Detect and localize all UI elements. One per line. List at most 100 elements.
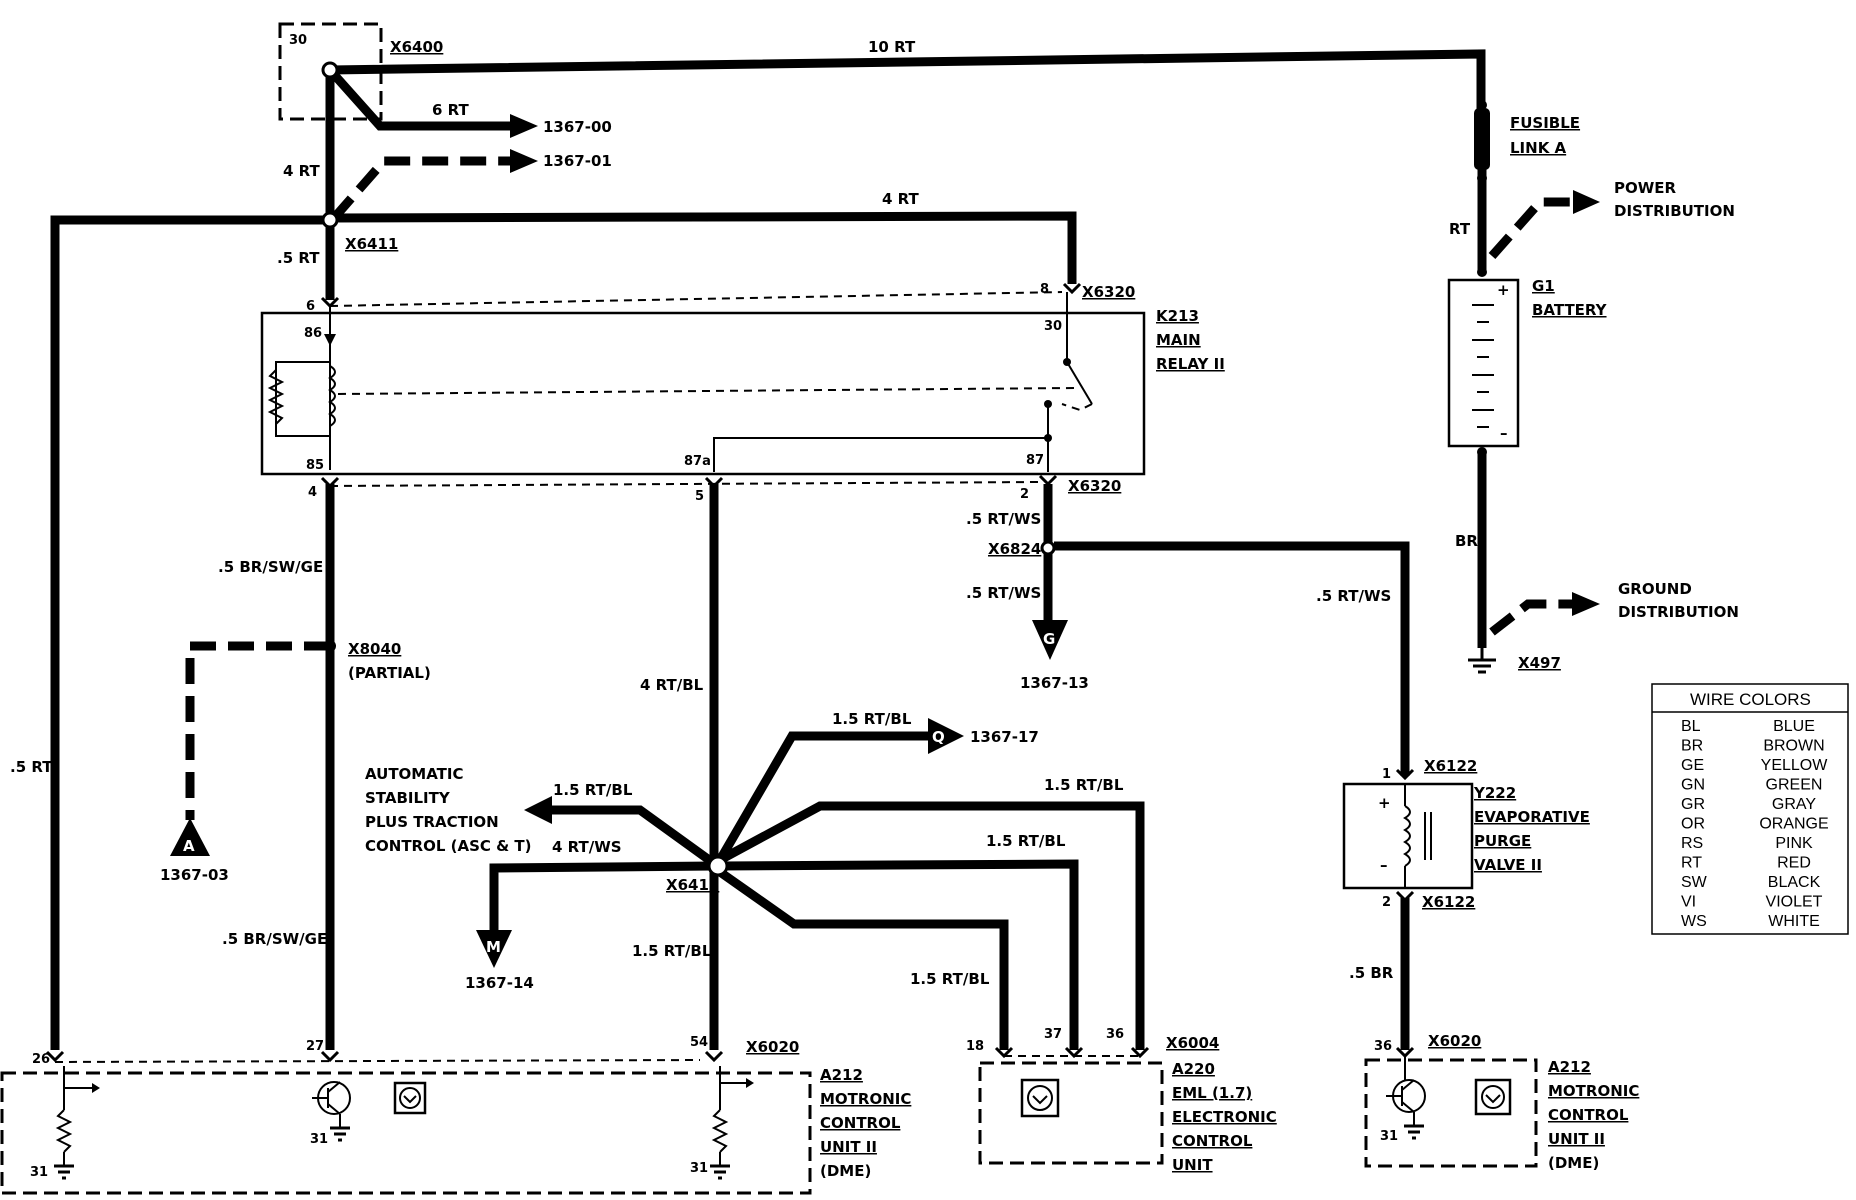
pin-27: 27 xyxy=(306,1039,324,1054)
ref-1367-17: 1367-17 xyxy=(970,728,1039,746)
resistor-pin-54 xyxy=(710,1066,754,1180)
wire-label-05rtws-c: .5 RT/WS xyxy=(1316,587,1391,605)
relay-label-relay: RELAY II xyxy=(1156,355,1225,373)
wire-color-name: PINK xyxy=(1775,835,1813,852)
pin-31-b: 31 xyxy=(310,1132,328,1147)
node-x6416 xyxy=(707,855,729,877)
power-distribution-label-2: DISTRIBUTION xyxy=(1614,202,1735,220)
marker-q xyxy=(928,718,964,754)
control-unit-icon-left xyxy=(393,1081,427,1115)
fusible-node-bot xyxy=(1477,173,1487,183)
node-x8040 xyxy=(324,640,336,652)
relay-switch xyxy=(713,292,1093,472)
connector-x8040-note: (PARTIAL) xyxy=(348,664,431,682)
eml-label-a220: A220 xyxy=(1172,1060,1215,1078)
wire-color-code: OR xyxy=(1681,816,1705,833)
wire-label-rt-battery: RT xyxy=(1449,220,1471,238)
valve-plus: + xyxy=(1378,794,1391,812)
node-x6411 xyxy=(321,211,339,229)
dashed-connector-x6320-bot xyxy=(329,481,1041,487)
wire-label-05br: .5 BR xyxy=(1349,964,1394,982)
eml-unit-a220 xyxy=(978,1061,1164,1165)
wire-label-15rtbl-asc: 1.5 RT/BL xyxy=(553,781,633,799)
valve-label-evap: EVAPORATIVE xyxy=(1474,808,1590,826)
motronic-unit-right xyxy=(1364,1058,1538,1168)
wire-label-05rt-x6411: .5 RT xyxy=(277,249,320,267)
motronic-right-label-unit: UNIT II xyxy=(1548,1130,1605,1148)
wire-color-code: RS xyxy=(1681,835,1703,852)
power-distribution-wire xyxy=(1488,197,1575,259)
motronic-right-label-control: CONTROL xyxy=(1548,1106,1629,1124)
motronic-right-label-motronic: MOTRONIC xyxy=(1548,1082,1639,1100)
connector-x497: X497 xyxy=(1518,654,1561,672)
pin-8: 8 xyxy=(1040,282,1049,297)
motronic-left-label-a212: A212 xyxy=(820,1066,863,1084)
eml-label-control: CONTROL xyxy=(1172,1132,1253,1150)
wire-color-code: VI xyxy=(1681,894,1696,911)
purge-valve-y222 xyxy=(1342,782,1474,890)
pin-87a: 87a xyxy=(684,454,711,469)
fusible-link-label-2: LINK A xyxy=(1510,139,1567,157)
connector-x6020-left: X6020 xyxy=(746,1038,799,1056)
node-x6400 xyxy=(321,61,339,79)
wire-label-05rtws-a: .5 RT/WS xyxy=(966,510,1041,528)
wire-label-10rt: 10 RT xyxy=(868,38,916,56)
wire-color-name: WHITE xyxy=(1768,913,1820,930)
pin-85: 85 xyxy=(306,458,324,473)
marker-m-label: M xyxy=(486,938,501,956)
wire-label-05rtws-b: .5 RT/WS xyxy=(966,584,1041,602)
battery-node-top xyxy=(1477,267,1487,277)
motronic-unit-left xyxy=(0,1071,812,1195)
ground-distribution-label-2: DISTRIBUTION xyxy=(1618,603,1739,621)
wire-color-name: GRAY xyxy=(1772,796,1816,813)
ref-1367-00: 1367-00 xyxy=(543,118,612,136)
wire-10rt xyxy=(329,49,1486,110)
eml-label-eml: EML (1.7) xyxy=(1172,1084,1252,1102)
pin-2: 2 xyxy=(1020,487,1029,502)
ground-symbol-x497 xyxy=(1468,648,1496,674)
fusible-node-top xyxy=(1477,100,1487,110)
transistor-pin-27 xyxy=(312,1081,351,1142)
connector-x6411: X6411 xyxy=(345,235,398,253)
wire-to-1367-03 xyxy=(185,641,330,820)
wire-label-15rtbl-54: 1.5 RT/BL xyxy=(632,942,712,960)
wire-color-name: BLUE xyxy=(1773,718,1815,735)
dashed-connector-x6320-top xyxy=(329,291,1063,307)
wire-color-code: GN xyxy=(1681,777,1705,794)
wire-label-6rt: 6 RT xyxy=(432,101,470,119)
relay-coil xyxy=(267,304,336,470)
motronic-right-label-dme: (DME) xyxy=(1548,1154,1599,1172)
eml-label-unit: UNIT xyxy=(1172,1156,1213,1174)
transistor-pin-36 xyxy=(1386,1056,1426,1140)
main-relay-k213 xyxy=(260,311,1146,476)
battery-label: BATTERY xyxy=(1532,301,1608,319)
wire-label-4rtws: 4 RT/WS xyxy=(552,838,622,856)
wire-color-name: RED xyxy=(1777,855,1811,872)
asc-label-1: AUTOMATIC xyxy=(365,765,464,783)
wire-to-1367-01 xyxy=(330,156,512,221)
pin-31-c: 31 xyxy=(690,1161,708,1176)
wire-colors-title: WIRE COLORS xyxy=(1690,690,1811,709)
ref-1367-03: 1367-03 xyxy=(160,866,229,884)
marker-a-label: A xyxy=(183,837,195,855)
marker-m xyxy=(476,930,512,968)
wire-label-05brswge-a: .5 BR/SW/GE xyxy=(218,558,323,576)
pin-36-right: 36 xyxy=(1374,1039,1392,1054)
eml-label-electronic: ELECTRONIC xyxy=(1172,1108,1277,1126)
connector-x8040: X8040 xyxy=(348,640,401,658)
pin-87: 87 xyxy=(1026,453,1044,468)
control-unit-icon-eml xyxy=(1020,1078,1060,1118)
motronic-right-label-a212: A212 xyxy=(1548,1058,1591,1076)
resistor-pin-26 xyxy=(54,1066,100,1180)
wire-15rtbl-18 xyxy=(717,868,1009,1050)
wire-color-code: SW xyxy=(1681,874,1708,891)
pin-30: 30 xyxy=(1044,319,1062,334)
arrow-asc xyxy=(524,796,552,824)
valve-label-valve: VALVE II xyxy=(1474,856,1542,874)
battery-label-g1: G1 xyxy=(1532,277,1555,295)
ref-1367-14: 1367-14 xyxy=(465,974,534,992)
connector-x6416: X6416 xyxy=(666,876,719,894)
wire-label-15rtbl-37: 1.5 RT/BL xyxy=(986,832,1066,850)
wire-color-code: BL xyxy=(1681,718,1701,735)
wire-label-4rt-left: 4 RT xyxy=(283,162,321,180)
